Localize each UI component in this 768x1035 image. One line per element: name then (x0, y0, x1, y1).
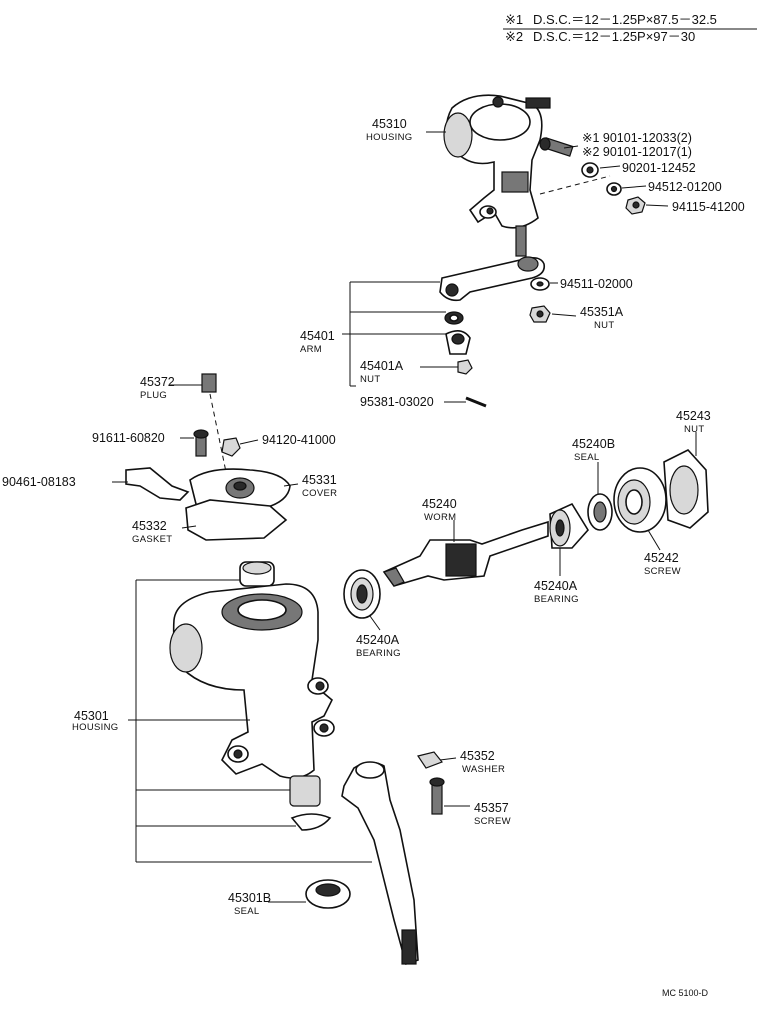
label-45243-name: NUT (684, 424, 704, 435)
label-bolt2: ※2 90101-12017(1) (582, 145, 692, 159)
label-45372-number: 45372 (140, 375, 175, 389)
label-45352-number: 45352 (460, 749, 495, 763)
label-45301-name: HOUSING (72, 722, 118, 733)
sector-shaft-drawing (341, 761, 419, 966)
label-45401-name: ARM (300, 344, 322, 355)
label-45242-number: 45242 (644, 551, 679, 565)
housing-upper-drawing (443, 94, 551, 257)
label-94120: 94120-41000 (262, 433, 336, 447)
label-45310-name: HOUSING (366, 132, 412, 143)
screw-45242-drawing (613, 467, 667, 533)
label-45332-name: GASKET (132, 534, 172, 545)
note-2-mark: ※2 (505, 29, 523, 44)
label-94115: 94115-41200 (672, 200, 745, 214)
seal-45240b-drawing (587, 493, 613, 531)
label-45301b-number: 45301B (228, 891, 271, 905)
nut-45243-drawing (663, 449, 709, 529)
label-45240-number: 45240 (422, 497, 457, 511)
label-45352-name: WASHER (462, 764, 505, 775)
label-45332-number: 45332 (132, 519, 167, 533)
label-45301b-name: SEAL (234, 906, 260, 917)
label-91611: 91611-60820 (92, 431, 165, 445)
label-45240b-name: SEAL (574, 452, 600, 463)
worm-drawing (343, 449, 709, 619)
label-45357-number: 45357 (474, 801, 509, 815)
label-45401a-number: 45401A (360, 359, 404, 373)
label-45240a-right-name: BEARING (534, 594, 579, 605)
label-45331-number: 45331 (302, 473, 337, 487)
bearing-right-drawing (549, 502, 589, 549)
label-90461: 90461-08183 (2, 475, 76, 489)
label-45240b-number: 45240B (572, 437, 615, 451)
label-45242-name: SCREW (644, 566, 681, 577)
note-2-text: D.S.C.＝12－1.25P×97－30 (533, 29, 695, 44)
small-parts-lower (305, 751, 445, 909)
part-labels: 45310 HOUSING ※1 90101-12033(2) ※2 90101… (2, 117, 745, 917)
cover-drawing (125, 373, 291, 541)
label-bolt1: ※1 90101-12033(2) (582, 131, 692, 145)
arm-drawing (439, 256, 551, 408)
upper-fasteners (539, 137, 646, 215)
footer-code: MC 5100-D (662, 988, 709, 998)
label-95381: 95381-03020 (360, 395, 434, 409)
label-45372-name: PLUG (140, 390, 167, 401)
label-94511: 94511-02000 (560, 277, 633, 291)
label-45243-number: 45243 (676, 409, 711, 423)
label-45351a-number: 45351A (580, 305, 624, 319)
label-94512: 94512-01200 (648, 180, 722, 194)
label-45240a-left-number: 45240A (356, 633, 400, 647)
label-45240a-left-name: BEARING (356, 648, 401, 659)
dsc-notes: ※1 D.S.C.＝12－1.25P×87.5－32.5 ※2 D.S.C.＝1… (503, 12, 757, 44)
label-90201: 90201-12452 (622, 161, 696, 175)
note-1-mark: ※1 (505, 12, 523, 27)
label-45240a-right-number: 45240A (534, 579, 578, 593)
label-45240-name: WORM (424, 512, 456, 523)
bearing-left-drawing (343, 569, 381, 619)
label-45401-number: 45401 (300, 329, 335, 343)
label-45331-name: COVER (302, 488, 337, 499)
note-1-text: D.S.C.＝12－1.25P×87.5－32.5 (533, 12, 717, 27)
label-45351a-name: NUT (594, 320, 614, 331)
label-45301-number: 45301 (74, 709, 109, 723)
housing-main-drawing (169, 561, 335, 831)
label-45310-number: 45310 (372, 117, 407, 131)
label-45401a-name: NUT (360, 374, 380, 385)
label-45357-name: SCREW (474, 816, 511, 827)
leader-lines (112, 131, 697, 903)
